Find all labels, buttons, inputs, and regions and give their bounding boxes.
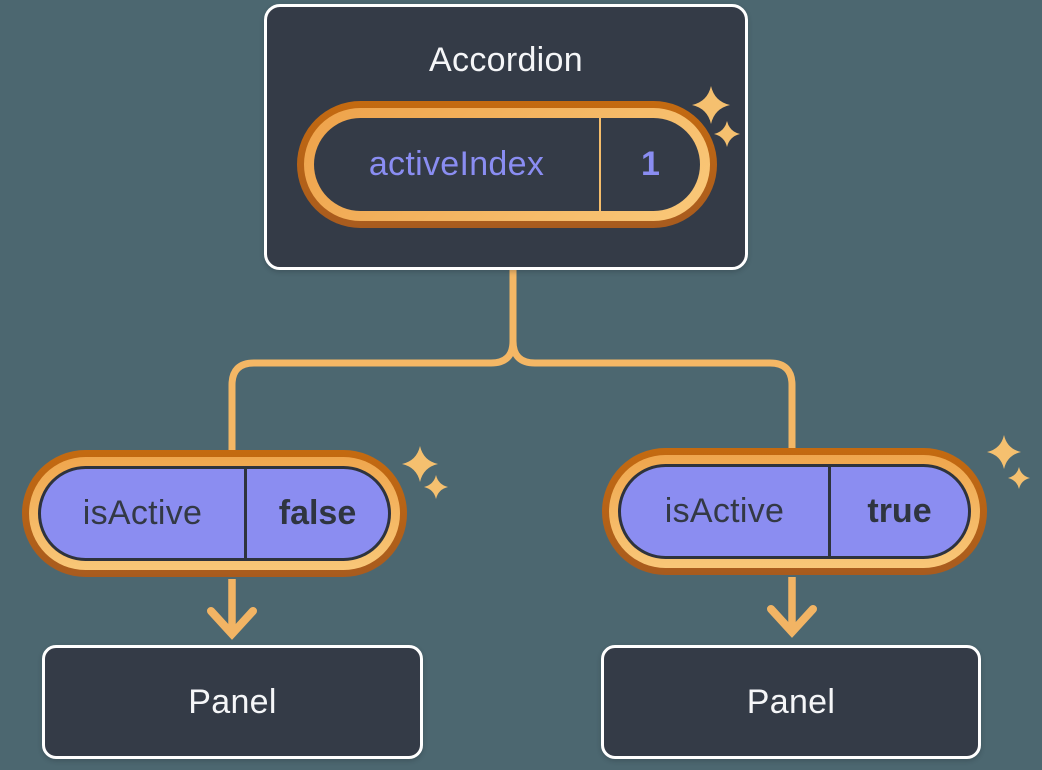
panel-label: Panel [746,682,836,721]
prop-pill-right-core: isActive true [618,464,971,559]
state-pill-ring: activeIndex 1 [297,101,717,228]
state-pill-value: 1 [641,145,660,183]
panel-node-right: Panel [601,645,981,759]
prop-pill-left-ring: isActive false [22,450,407,577]
state-pill-divider [599,118,601,211]
prop-pill-left-band: isActive false [29,457,400,570]
connector-left-branch [228,270,517,452]
panel-node-left: Panel [42,645,423,759]
prop-pill-right-band: isActive true [609,455,980,568]
accordion-title: Accordion [429,41,583,79]
arrow-down-icon-left [207,579,257,640]
state-pill-band: activeIndex 1 [304,108,710,221]
prop-pill-label: isActive [82,494,203,532]
prop-pill-value: true [867,492,932,530]
prop-pill-left-core: isActive false [38,466,391,561]
connector-right-branch [509,270,796,450]
sparkle-icon [402,446,448,499]
sparkle-icon [987,435,1030,489]
accordion-node: Accordion activeIndex 1 [264,4,748,270]
state-pill: activeIndex 1 [297,101,717,228]
panel-label: Panel [188,682,277,721]
state-pill-label: activeIndex [368,145,545,183]
prop-pill-right: isActive true [602,448,987,575]
prop-pill-left: isActive false [22,450,407,577]
prop-pill-divider [828,467,831,556]
arrow-down-icon-right [767,577,817,638]
prop-pill-divider [244,469,247,558]
prop-pill-label: isActive [664,492,785,530]
prop-pill-value: false [278,494,357,532]
prop-pill-right-ring: isActive true [602,448,987,575]
state-pill-core: activeIndex 1 [314,118,700,211]
